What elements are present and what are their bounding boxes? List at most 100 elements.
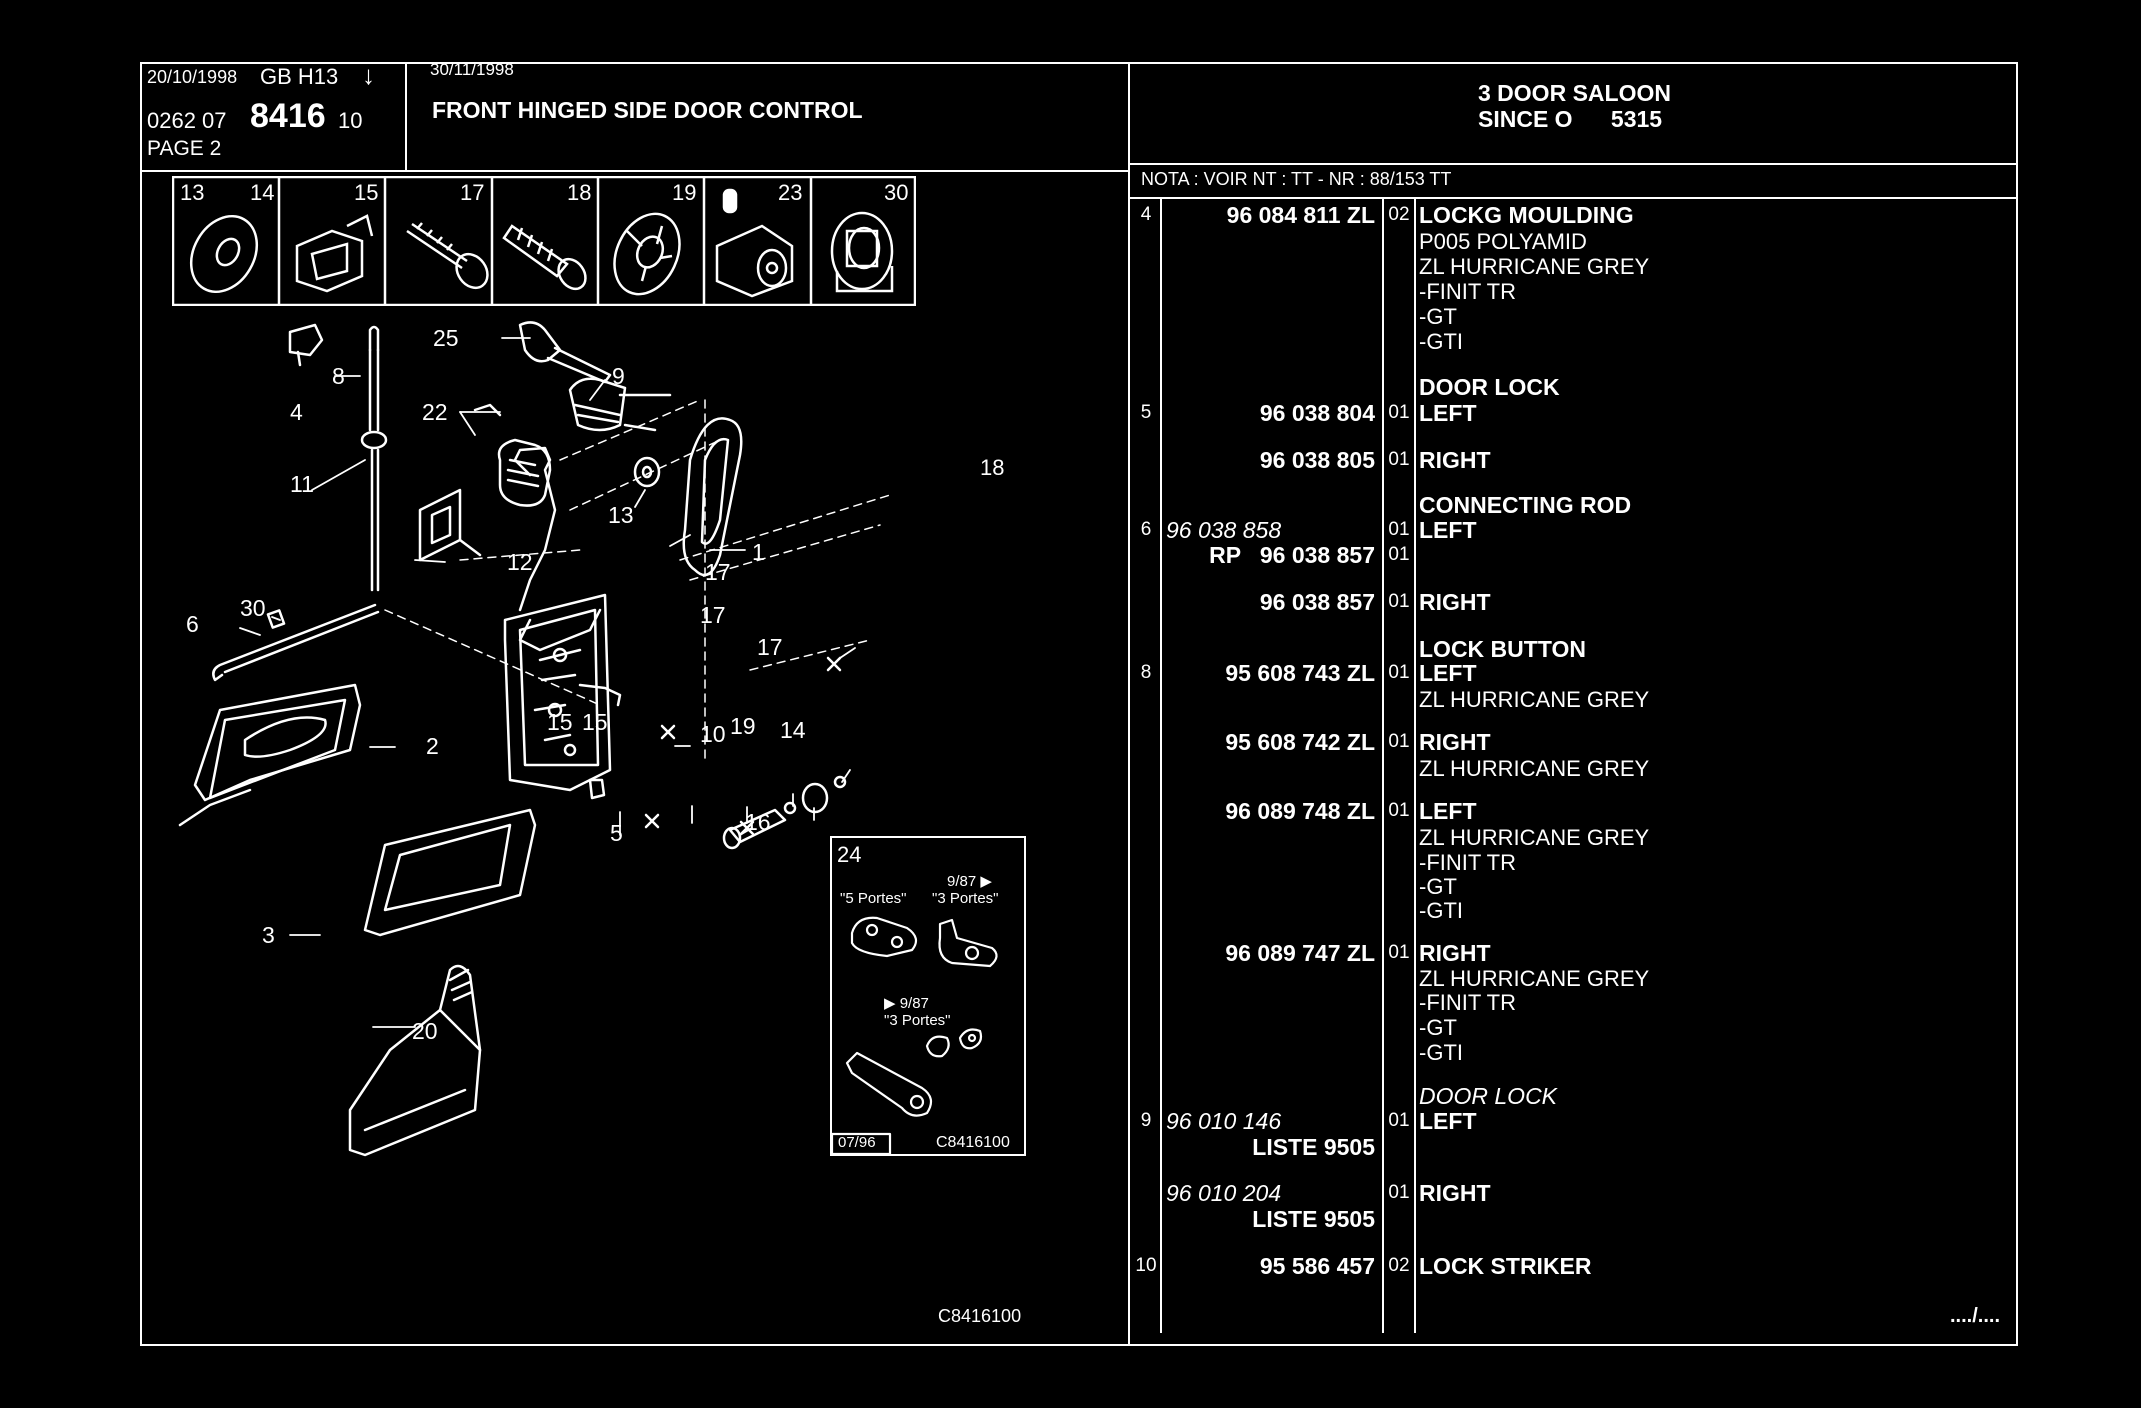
header-date1: 20/10/1998 [147, 67, 238, 87]
row-desc: LEFT [1419, 1108, 1477, 1134]
callout-labels: 4 8 25 9 22 11 13 12 30 6 2 3 20 1 18 17… [186, 325, 1004, 1044]
thumb-label-13: 13 [180, 180, 204, 205]
svg-text:13: 13 [608, 502, 634, 528]
row-code: 95 608 743 ZL [1225, 660, 1375, 686]
part-22 [473, 403, 552, 507]
inset-label-3portes-mid: "3 Portes" [884, 1012, 951, 1029]
svg-text:17: 17 [757, 634, 783, 660]
row-desc: LEFT [1419, 660, 1477, 686]
thumb-label-15: 15 [354, 180, 378, 205]
svg-text:25: 25 [433, 325, 459, 351]
washer-icon [189, 215, 259, 293]
row-desc: DOOR LOCK [1419, 1083, 1558, 1109]
svg-text:10: 10 [700, 721, 726, 747]
row-item: 10 [1135, 1255, 1157, 1276]
row-item: 8 [1140, 662, 1152, 683]
header-vrule [405, 62, 407, 172]
lock-barrel-icon [715, 188, 794, 298]
part-25 [518, 321, 612, 384]
svg-text:6: 6 [186, 611, 199, 637]
svg-text:2: 2 [426, 733, 439, 759]
row-desc: RIGHT [1419, 589, 1491, 615]
part-4 [288, 323, 324, 367]
row-sub: P005 POLYAMID [1419, 229, 1587, 254]
part-2 [178, 683, 362, 827]
thumb-label-19: 19 [672, 180, 696, 205]
inset-drawing [832, 916, 998, 1154]
svg-text:14: 14 [780, 717, 806, 743]
row-sub: -GT [1419, 304, 1457, 329]
row-version: 01 [1388, 662, 1410, 683]
svg-text:15: 15 [582, 709, 608, 735]
inset-label-3portes-top: "3 Portes" [932, 890, 999, 907]
continuation-marker: ..../.... [1950, 1305, 2001, 1327]
thumb-label-30: 30 [884, 180, 908, 205]
header-rule-right [1128, 163, 2018, 165]
svg-text:15: 15 [547, 709, 573, 735]
retainer-clip-icon [830, 211, 894, 293]
header-page: PAGE 2 [147, 137, 222, 160]
thumbnail-strip-svg: 13 14 15 17 18 19 23 30 [171, 175, 917, 307]
screw-icon [406, 222, 489, 290]
part-19 [783, 801, 797, 815]
row-desc: RIGHT [1419, 729, 1491, 755]
row-desc: LOCK BUTTON [1419, 636, 1586, 662]
frame-left [140, 62, 142, 1346]
row-desc: RIGHT [1419, 1180, 1491, 1206]
svg-text:4: 4 [290, 399, 303, 425]
row-sub: ZL HURRICANE GREY [1419, 687, 1650, 712]
part-5 [503, 446, 612, 792]
row-version: 01 [1388, 800, 1410, 821]
exploded-diagram-svg: 4 8 25 9 22 11 13 12 30 6 2 3 20 1 18 17… [178, 321, 1004, 1157]
row-desc: RIGHT [1419, 447, 1491, 473]
row-version: 01 [1388, 1182, 1410, 1203]
thumbnail-strip: 13 14 15 17 18 19 23 30 [171, 175, 917, 307]
row-version: 01 [1388, 402, 1410, 423]
part-9 [568, 377, 672, 432]
part-12 [418, 488, 482, 562]
row-code: 96 010 204 [1166, 1180, 1282, 1206]
svg-text:16: 16 [745, 809, 771, 835]
row-version: 01 [1388, 591, 1410, 612]
row-code-list: LISTE 9505 [1252, 1206, 1375, 1232]
part-16 [801, 782, 829, 814]
svg-text:11: 11 [290, 471, 314, 497]
header-ref-b: 8416 [250, 97, 326, 135]
row-sub: ZL HURRICANE GREY [1419, 966, 1650, 991]
header-ref-a: 0262 07 [147, 108, 227, 133]
row-sub: -GT [1419, 1015, 1457, 1040]
svg-text:20: 20 [412, 1018, 438, 1044]
inset-code: C8416100 [936, 1134, 1010, 1151]
row-version: 01 [1388, 731, 1410, 752]
down-arrow-icon: ↓ [362, 60, 375, 90]
part-10 [722, 808, 787, 850]
row-code: 96 010 146 [1166, 1108, 1282, 1134]
part-1 [682, 417, 743, 577]
row-desc: CONNECTING ROD [1419, 492, 1632, 518]
row-version: 01 [1388, 1110, 1410, 1131]
row-item: 6 [1140, 519, 1152, 540]
model-line2: SINCE O 5315 [1478, 106, 1663, 132]
row-sub: ZL HURRICANE GREY [1419, 254, 1650, 279]
part-30 [266, 609, 286, 629]
header-rule-left [140, 170, 1130, 172]
inset-date-mid: ▶ 9/87 [884, 995, 929, 1012]
header-lang-code: GB H13 [260, 64, 339, 89]
row-item: 9 [1140, 1110, 1152, 1131]
svg-text:17: 17 [700, 602, 726, 628]
row-desc: LEFT [1419, 400, 1477, 426]
svg-text:17: 17 [705, 559, 731, 585]
inset-date-top: 9/87 ▶ [947, 873, 992, 890]
row-version: 02 [1388, 1255, 1410, 1276]
svg-text:9: 9 [612, 363, 625, 389]
row-version: 01 [1388, 519, 1410, 540]
nota-line: NOTA : VOIR NT : TT - NR : 88/153 TT [1141, 169, 1452, 189]
row-code: 96 038 805 [1259, 447, 1375, 473]
assembly-guides [384, 399, 891, 761]
row-code: 96 089 748 ZL [1225, 798, 1375, 824]
row-desc: RIGHT [1419, 940, 1491, 966]
frame-right [2016, 62, 2018, 1346]
part-14 [833, 775, 847, 789]
row-code: 96 089 747 ZL [1225, 940, 1375, 966]
row-sub: -GTI [1419, 1040, 1463, 1065]
